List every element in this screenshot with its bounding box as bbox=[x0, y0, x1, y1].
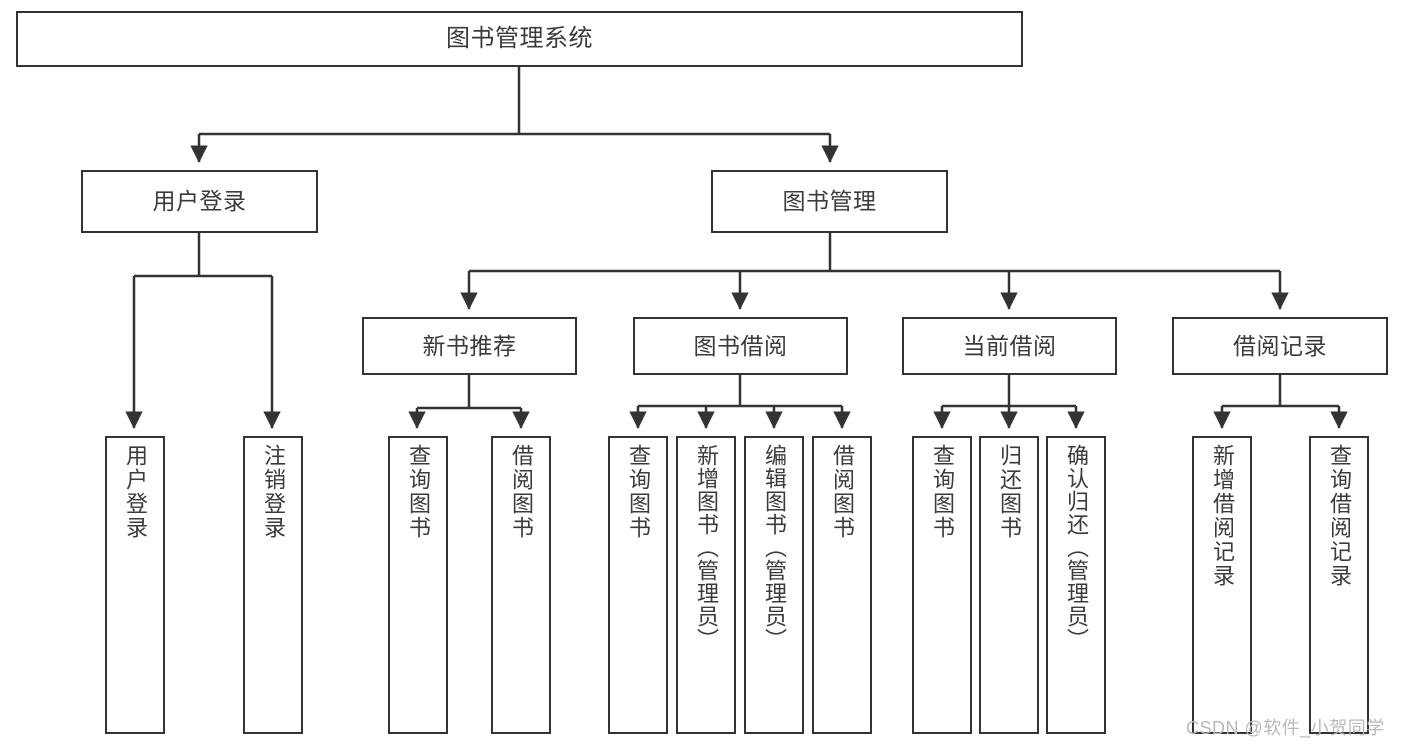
node-book-manage[interactable]: 图书管理 bbox=[711, 170, 948, 233]
node-leaf-borrow-book-1[interactable]: 借阅图书 bbox=[491, 436, 551, 734]
node-leaf-edit-book[interactable]: 编辑图书（管理员） bbox=[744, 436, 804, 734]
node-leaf-add-book-label: 新增图书（管理员） bbox=[694, 444, 719, 651]
node-leaf-query-book-3-label: 查询图书 bbox=[930, 444, 955, 540]
node-leaf-borrow-book-2-label: 借阅图书 bbox=[830, 444, 855, 540]
node-book-manage-label: 图书管理 bbox=[782, 188, 877, 215]
node-leaf-user-login-label: 用户登录 bbox=[123, 444, 148, 540]
node-leaf-add-book[interactable]: 新增图书（管理员） bbox=[676, 436, 736, 734]
node-root-label: 图书管理系统 bbox=[446, 25, 593, 53]
node-leaf-query-book-3[interactable]: 查询图书 bbox=[912, 436, 972, 734]
node-user-login-label: 用户登录 bbox=[152, 188, 247, 215]
node-book-borrow[interactable]: 图书借阅 bbox=[633, 317, 848, 375]
node-leaf-confirm-return-label: 确认归还（管理员） bbox=[1064, 444, 1089, 651]
node-leaf-query-record[interactable]: 查询借阅记录 bbox=[1309, 436, 1369, 734]
node-user-login[interactable]: 用户登录 bbox=[81, 170, 318, 233]
node-leaf-query-book-1-label: 查询图书 bbox=[406, 444, 431, 540]
node-root[interactable]: 图书管理系统 bbox=[16, 11, 1023, 67]
node-leaf-query-record-label: 查询借阅记录 bbox=[1327, 444, 1352, 588]
node-book-borrow-label: 图书借阅 bbox=[693, 332, 788, 359]
node-leaf-query-book-1[interactable]: 查询图书 bbox=[388, 436, 448, 734]
node-leaf-user-login[interactable]: 用户登录 bbox=[105, 436, 165, 734]
node-leaf-logout[interactable]: 注销登录 bbox=[243, 436, 303, 734]
node-borrow-record[interactable]: 借阅记录 bbox=[1172, 317, 1388, 375]
node-borrow-record-label: 借阅记录 bbox=[1233, 332, 1327, 359]
node-new-book-recommend-label: 新书推荐 bbox=[422, 332, 517, 359]
node-leaf-borrow-book-1-label: 借阅图书 bbox=[509, 444, 534, 540]
node-leaf-borrow-book-2[interactable]: 借阅图书 bbox=[812, 436, 872, 734]
node-leaf-query-book-2[interactable]: 查询图书 bbox=[608, 436, 668, 734]
node-current-borrow[interactable]: 当前借阅 bbox=[902, 317, 1117, 375]
node-leaf-edit-book-label: 编辑图书（管理员） bbox=[762, 444, 787, 651]
node-leaf-add-record[interactable]: 新增借阅记录 bbox=[1192, 436, 1252, 734]
node-leaf-return-book[interactable]: 归还图书 bbox=[979, 436, 1039, 734]
node-current-borrow-label: 当前借阅 bbox=[962, 332, 1057, 359]
node-leaf-query-book-2-label: 查询图书 bbox=[626, 444, 651, 540]
node-leaf-return-book-label: 归还图书 bbox=[997, 444, 1022, 540]
node-leaf-confirm-return[interactable]: 确认归还（管理员） bbox=[1046, 436, 1106, 734]
node-leaf-logout-label: 注销登录 bbox=[261, 444, 286, 540]
node-leaf-add-record-label: 新增借阅记录 bbox=[1210, 444, 1235, 588]
node-new-book-recommend[interactable]: 新书推荐 bbox=[362, 317, 577, 375]
